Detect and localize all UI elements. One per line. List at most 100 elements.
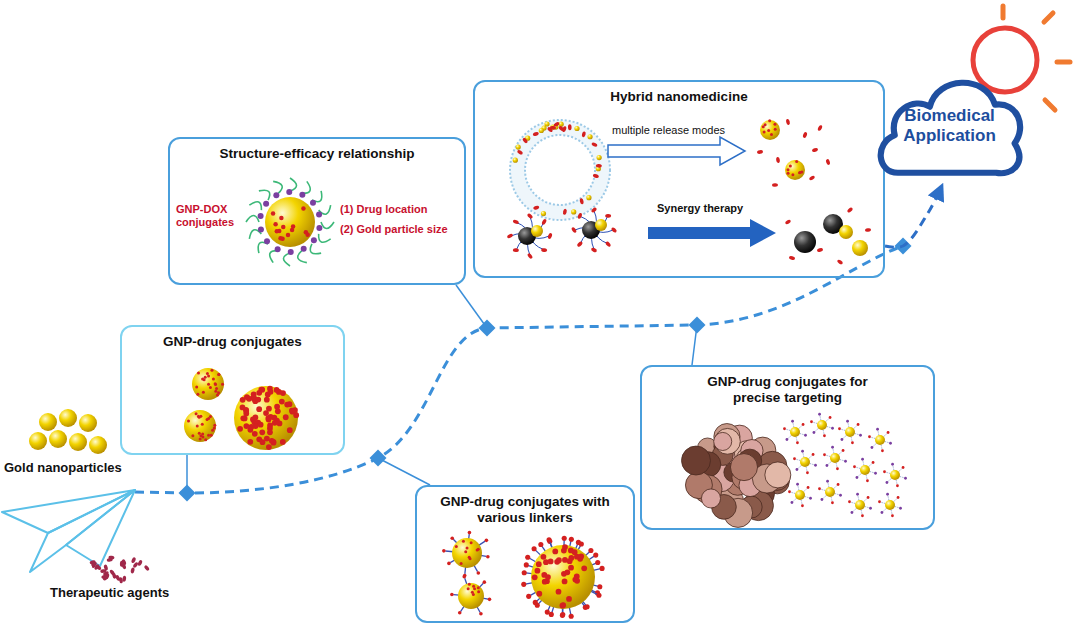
drug-molecule: [527, 213, 534, 220]
drug-dot: [271, 415, 277, 421]
gold-nanoparticle: [192, 368, 224, 400]
drug-dot: [799, 171, 802, 174]
linker-dot: [288, 249, 294, 255]
sphere: [234, 386, 298, 450]
drug-molecule: [553, 121, 560, 127]
drug-dot: [767, 129, 770, 132]
ligand-end: [872, 461, 875, 464]
node-title: Structure-efficacy relationship: [170, 146, 464, 162]
drug-dot: [280, 439, 286, 445]
drug-dot: [216, 394, 219, 397]
drug-dot: [568, 555, 574, 561]
drug-dot: [196, 393, 199, 396]
drug-dot: [281, 225, 286, 230]
drug-dot: [556, 589, 562, 595]
drug-dot: [287, 401, 293, 407]
drug-molecule: [809, 175, 816, 181]
drug-dot: [522, 570, 527, 575]
illustration-part: [1044, 13, 1053, 22]
drug-dot: [291, 224, 296, 229]
ligand-end: [814, 464, 817, 467]
linker-dot: [299, 192, 305, 198]
filled-arrow: [648, 219, 776, 247]
ligand-end: [861, 514, 864, 517]
ligand-end: [841, 438, 844, 441]
gold-nanoparticle: [785, 160, 805, 180]
polymer-strand: [290, 178, 297, 191]
drug-dot: [260, 439, 266, 445]
polymer-strand: [310, 244, 321, 254]
ligand-end: [883, 470, 886, 473]
loaded-particle: [513, 158, 518, 163]
ligand-end: [812, 453, 815, 456]
drug-molecule: [562, 126, 568, 133]
gold-nanoparticle: [39, 413, 57, 431]
node-note: GNP-DOX conjugates: [176, 203, 244, 229]
drug-dot: [242, 416, 248, 422]
drug-molecule: [605, 214, 611, 218]
drug-molecule: [605, 241, 612, 248]
drug-dot: [795, 160, 798, 163]
drug-molecule: [812, 147, 819, 152]
drug-molecule: [776, 157, 780, 163]
drug-molecule: [837, 259, 844, 265]
gold-particle: [830, 453, 840, 463]
drug-dot: [207, 417, 210, 420]
drug-dot: [546, 537, 551, 542]
linker-dot: [311, 237, 317, 243]
drug-dot: [476, 549, 479, 552]
drug-dot: [560, 612, 565, 617]
ligand-end: [823, 453, 826, 456]
illustration-part: [1001, 6, 1006, 18]
drug-molecule: [772, 183, 778, 187]
drug-molecule: [596, 164, 602, 168]
gold-particle: [855, 500, 865, 510]
drug-dot: [255, 397, 261, 403]
gold-nanoparticle: [49, 430, 67, 448]
drug-dot: [568, 548, 574, 554]
drug-molecule: [571, 227, 577, 234]
ligand-end: [886, 481, 889, 484]
polymer-strand: [246, 215, 259, 222]
gold-nanoparticle: [234, 386, 299, 450]
drug-molecule: [562, 208, 567, 215]
illustration-part: [479, 320, 496, 337]
drug-dot: [214, 382, 217, 385]
drug-dot: [588, 548, 593, 553]
drug-dot: [197, 415, 200, 418]
drug-dot: [206, 372, 209, 375]
drug-dot: [240, 405, 246, 411]
drug-molecule: [507, 233, 514, 239]
ligand-end: [801, 504, 804, 507]
drug-dot: [460, 562, 463, 565]
ligand-end: [788, 490, 791, 493]
drug-molecule: [591, 207, 598, 214]
drug-molecule: [132, 561, 138, 568]
drug-dot: [243, 411, 249, 417]
hollow-arrow: [608, 137, 745, 165]
drug-dot: [574, 578, 580, 584]
gold-nanoparticle: [442, 531, 490, 577]
drug-molecule: [576, 241, 583, 248]
drug-dot: [271, 211, 276, 216]
drug-dot: [207, 375, 210, 378]
drug-molecule: [579, 198, 584, 205]
drug-dot: [524, 562, 529, 567]
polymer-strand: [302, 181, 310, 193]
drug-dot: [774, 128, 777, 131]
gold-particle: [875, 435, 885, 445]
loaded-particle: [571, 209, 576, 214]
drug-dot: [273, 222, 278, 227]
drug-dot: [247, 439, 253, 445]
drug-molecule: [137, 560, 143, 567]
drug-dot: [217, 373, 220, 376]
ligand-end: [806, 471, 809, 474]
drug-dot: [287, 427, 293, 433]
drug-dot: [442, 549, 446, 553]
ligand-end: [842, 449, 845, 452]
tumour-cell: [715, 428, 741, 454]
drug-molecule: [592, 173, 599, 178]
ligand-end: [853, 465, 856, 468]
ligand-end: [859, 434, 862, 437]
